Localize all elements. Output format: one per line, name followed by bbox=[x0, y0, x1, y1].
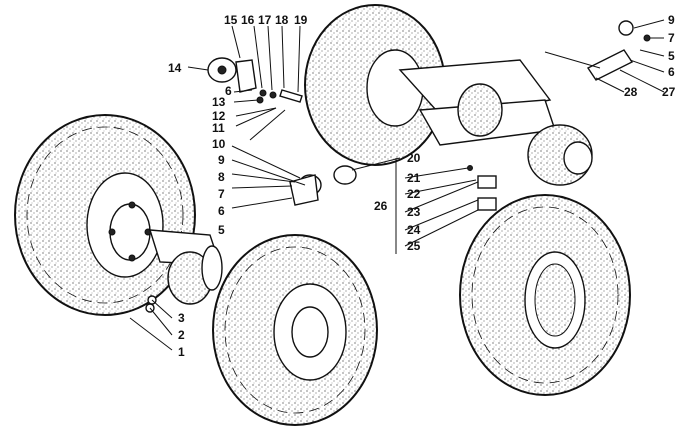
bolt-21 bbox=[467, 165, 473, 171]
reducer-flange bbox=[201, 245, 223, 291]
hub-bolt bbox=[128, 201, 136, 209]
callout-7-right: 7 bbox=[668, 31, 675, 45]
rear-right-wheel bbox=[459, 194, 631, 396]
callout-15: 15 bbox=[224, 13, 238, 27]
callout-1: 1 bbox=[178, 345, 185, 359]
pin-28 bbox=[586, 49, 634, 81]
callout-12: 12 bbox=[212, 109, 226, 123]
callout-14: 14 bbox=[168, 61, 182, 75]
rear-axle-drum bbox=[457, 83, 503, 137]
leader-lines bbox=[129, 19, 665, 351]
callout-9: 9 bbox=[218, 153, 225, 167]
front-left-wheel bbox=[14, 114, 196, 316]
callout-26: 26 bbox=[374, 199, 388, 213]
hub-bolt bbox=[108, 228, 116, 236]
callout-3: 3 bbox=[178, 311, 185, 325]
callout-5: 5 bbox=[218, 223, 225, 237]
block-25 bbox=[477, 197, 497, 211]
front-axle-reducer bbox=[149, 229, 223, 305]
nut-15 bbox=[259, 89, 267, 97]
bracket-7 bbox=[289, 174, 319, 206]
callout-11: 11 bbox=[212, 121, 225, 135]
callout-18: 18 bbox=[275, 13, 289, 27]
callout-6: 6 bbox=[218, 204, 225, 218]
rim-inner-rear-right bbox=[534, 263, 576, 337]
callout-17: 17 bbox=[258, 13, 272, 27]
callout-6-upper: 6 bbox=[225, 84, 232, 98]
callout-28: 28 bbox=[624, 85, 638, 99]
part-14-center bbox=[217, 65, 227, 75]
tire-tread-front-right bbox=[224, 246, 366, 414]
callout-24: 24 bbox=[407, 223, 421, 237]
callouts: 1 2 3 5 6 7 8 9 10 11 12 13 6 14 15 16 1… bbox=[168, 13, 676, 359]
nut-16 bbox=[269, 91, 277, 99]
callout-8: 8 bbox=[218, 170, 225, 184]
tire-tread-rear-right bbox=[471, 206, 619, 384]
hub-front-right bbox=[291, 306, 329, 358]
callout-23: 23 bbox=[407, 205, 421, 219]
front-right-wheel bbox=[212, 234, 378, 426]
callout-20: 20 bbox=[407, 151, 421, 165]
callout-6-right: 6 bbox=[668, 65, 675, 79]
part-14-arm bbox=[235, 59, 257, 93]
callout-9-right: 9 bbox=[668, 13, 675, 27]
callout-5-right: 5 bbox=[668, 49, 675, 63]
callout-22: 22 bbox=[407, 187, 421, 201]
rear-hub-cap bbox=[563, 141, 593, 175]
callout-13: 13 bbox=[212, 95, 226, 109]
ring-9 bbox=[618, 20, 634, 36]
hub-front-left bbox=[109, 203, 151, 261]
rear-frame-assembly bbox=[304, 4, 593, 186]
cylinder-part bbox=[333, 165, 357, 185]
tire-tread-front-left bbox=[26, 126, 184, 304]
callout-27: 27 bbox=[662, 85, 676, 99]
callout-16: 16 bbox=[241, 13, 255, 27]
hub-bolt bbox=[128, 254, 136, 262]
bolt-18-19 bbox=[279, 89, 303, 103]
callout-7: 7 bbox=[218, 187, 225, 201]
rim-rear-left bbox=[366, 49, 424, 127]
callout-2: 2 bbox=[178, 328, 185, 342]
washer-7 bbox=[643, 34, 651, 42]
callout-10: 10 bbox=[212, 137, 226, 151]
callout-25: 25 bbox=[407, 239, 421, 253]
callout-19: 19 bbox=[294, 13, 308, 27]
callout-21: 21 bbox=[407, 171, 421, 185]
block-23 bbox=[477, 175, 497, 189]
